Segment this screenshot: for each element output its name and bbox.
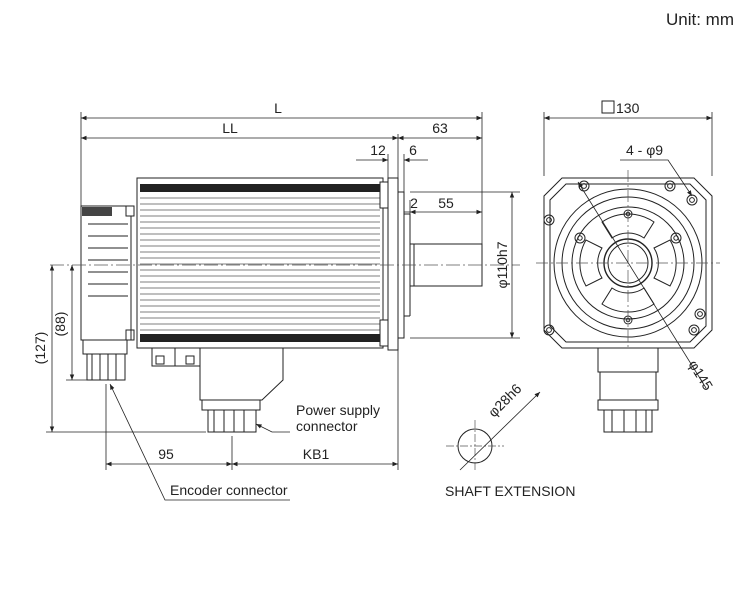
- dim-phi145: φ145: [685, 357, 716, 393]
- dim-95: 95: [158, 446, 174, 462]
- dim-88: (88): [52, 312, 68, 337]
- label-shaft-extension: SHAFT EXTENSION: [445, 483, 575, 499]
- mounting-holes: [543, 180, 706, 336]
- dim-L: L: [274, 100, 282, 116]
- dim-phi110h7: φ110h7: [494, 241, 510, 288]
- dim-12: 12: [370, 142, 386, 158]
- dim-LL: LL: [222, 120, 238, 136]
- side-dimension-labels: L LL 63 12 6 2 55 φ110h7 (127) (88) 95 K…: [32, 100, 510, 498]
- flange: [387, 177, 411, 351]
- terminal-box: [151, 347, 201, 367]
- dim-55: 55: [438, 195, 454, 211]
- dim-127: (127): [32, 332, 48, 365]
- dim-6: 6: [409, 142, 417, 158]
- label-power-supply-1: Power supply: [296, 402, 380, 418]
- label-power-supply-2: connector: [296, 418, 358, 434]
- square-symbol: [601, 100, 615, 114]
- unit-label: Unit: mm: [666, 10, 734, 29]
- label-encoder-connector: Encoder connector: [170, 482, 288, 498]
- dim-holes: 4 - φ9: [626, 142, 663, 158]
- dim-KB1: KB1: [303, 446, 330, 462]
- side-dimensions: [46, 112, 520, 501]
- dim-square130: 130: [616, 100, 640, 116]
- dim-phi28h6: φ28h6: [485, 380, 525, 420]
- front-dimensions: [543, 112, 713, 389]
- encoder-connector-body: [82, 339, 128, 381]
- side-view: [50, 177, 520, 433]
- front-view: [536, 170, 720, 433]
- shaft-extension-view: [446, 391, 541, 472]
- power-connector-body: [199, 347, 284, 433]
- dim-63: 63: [432, 120, 448, 136]
- encoder-cover: [80, 205, 135, 341]
- motor-body: [136, 177, 389, 349]
- dim-2: 2: [410, 195, 418, 211]
